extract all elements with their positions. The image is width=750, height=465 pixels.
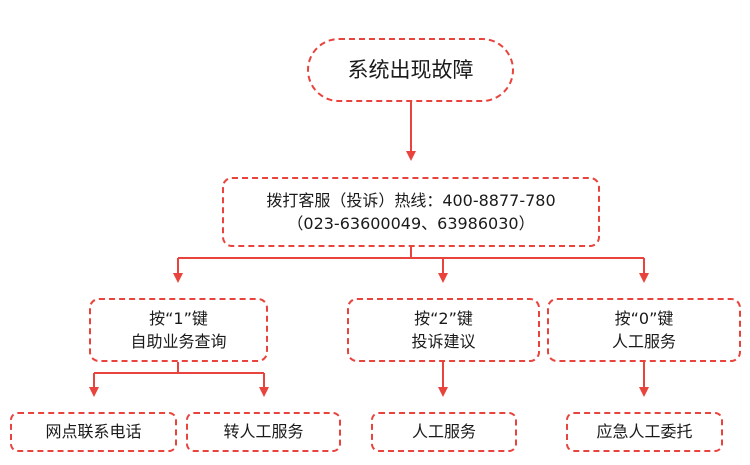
branch-node-key-2: 按“2”键 投诉建议 xyxy=(347,298,540,362)
root-node: 系统出现故障 xyxy=(307,38,514,102)
leaf-node-emergency-delegation: 应急人工委托 xyxy=(566,412,723,452)
branch-2-action-label: 投诉建议 xyxy=(411,332,476,351)
branch-1-action-label: 自助业务查询 xyxy=(130,332,227,351)
branch-2-key-label: 按“2”键 xyxy=(414,308,473,328)
leaf-label: 网点联系电话 xyxy=(45,422,142,442)
branch-node-key-0: 按“0”键 人工服务 xyxy=(547,298,741,362)
leaf-label: 转人工服务 xyxy=(223,422,304,442)
hotline-line-1: 拨打客服（投诉）热线：400-8877-780 xyxy=(266,190,556,210)
root-label: 系统出现故障 xyxy=(347,57,474,82)
branch-0-action-label: 人工服务 xyxy=(611,332,676,351)
leaf-node-agent-service: 人工服务 xyxy=(371,412,517,452)
hotline-node: 拨打客服（投诉）热线：400-8877-780 （023-63600049、63… xyxy=(222,177,600,247)
branch-node-key-1: 按“1”键 自助业务查询 xyxy=(89,298,268,362)
branch-0-key-label: 按“0”键 xyxy=(614,308,674,328)
leaf-label: 人工服务 xyxy=(411,422,476,442)
leaf-node-transfer-agent: 转人工服务 xyxy=(186,412,341,452)
hotline-line-2: （023-63600049、63986030） xyxy=(287,214,535,233)
leaf-label: 应急人工委托 xyxy=(596,422,693,442)
leaf-node-branch-contacts: 网点联系电话 xyxy=(10,412,177,452)
branch-1-key-label: 按“1”键 xyxy=(149,308,208,328)
